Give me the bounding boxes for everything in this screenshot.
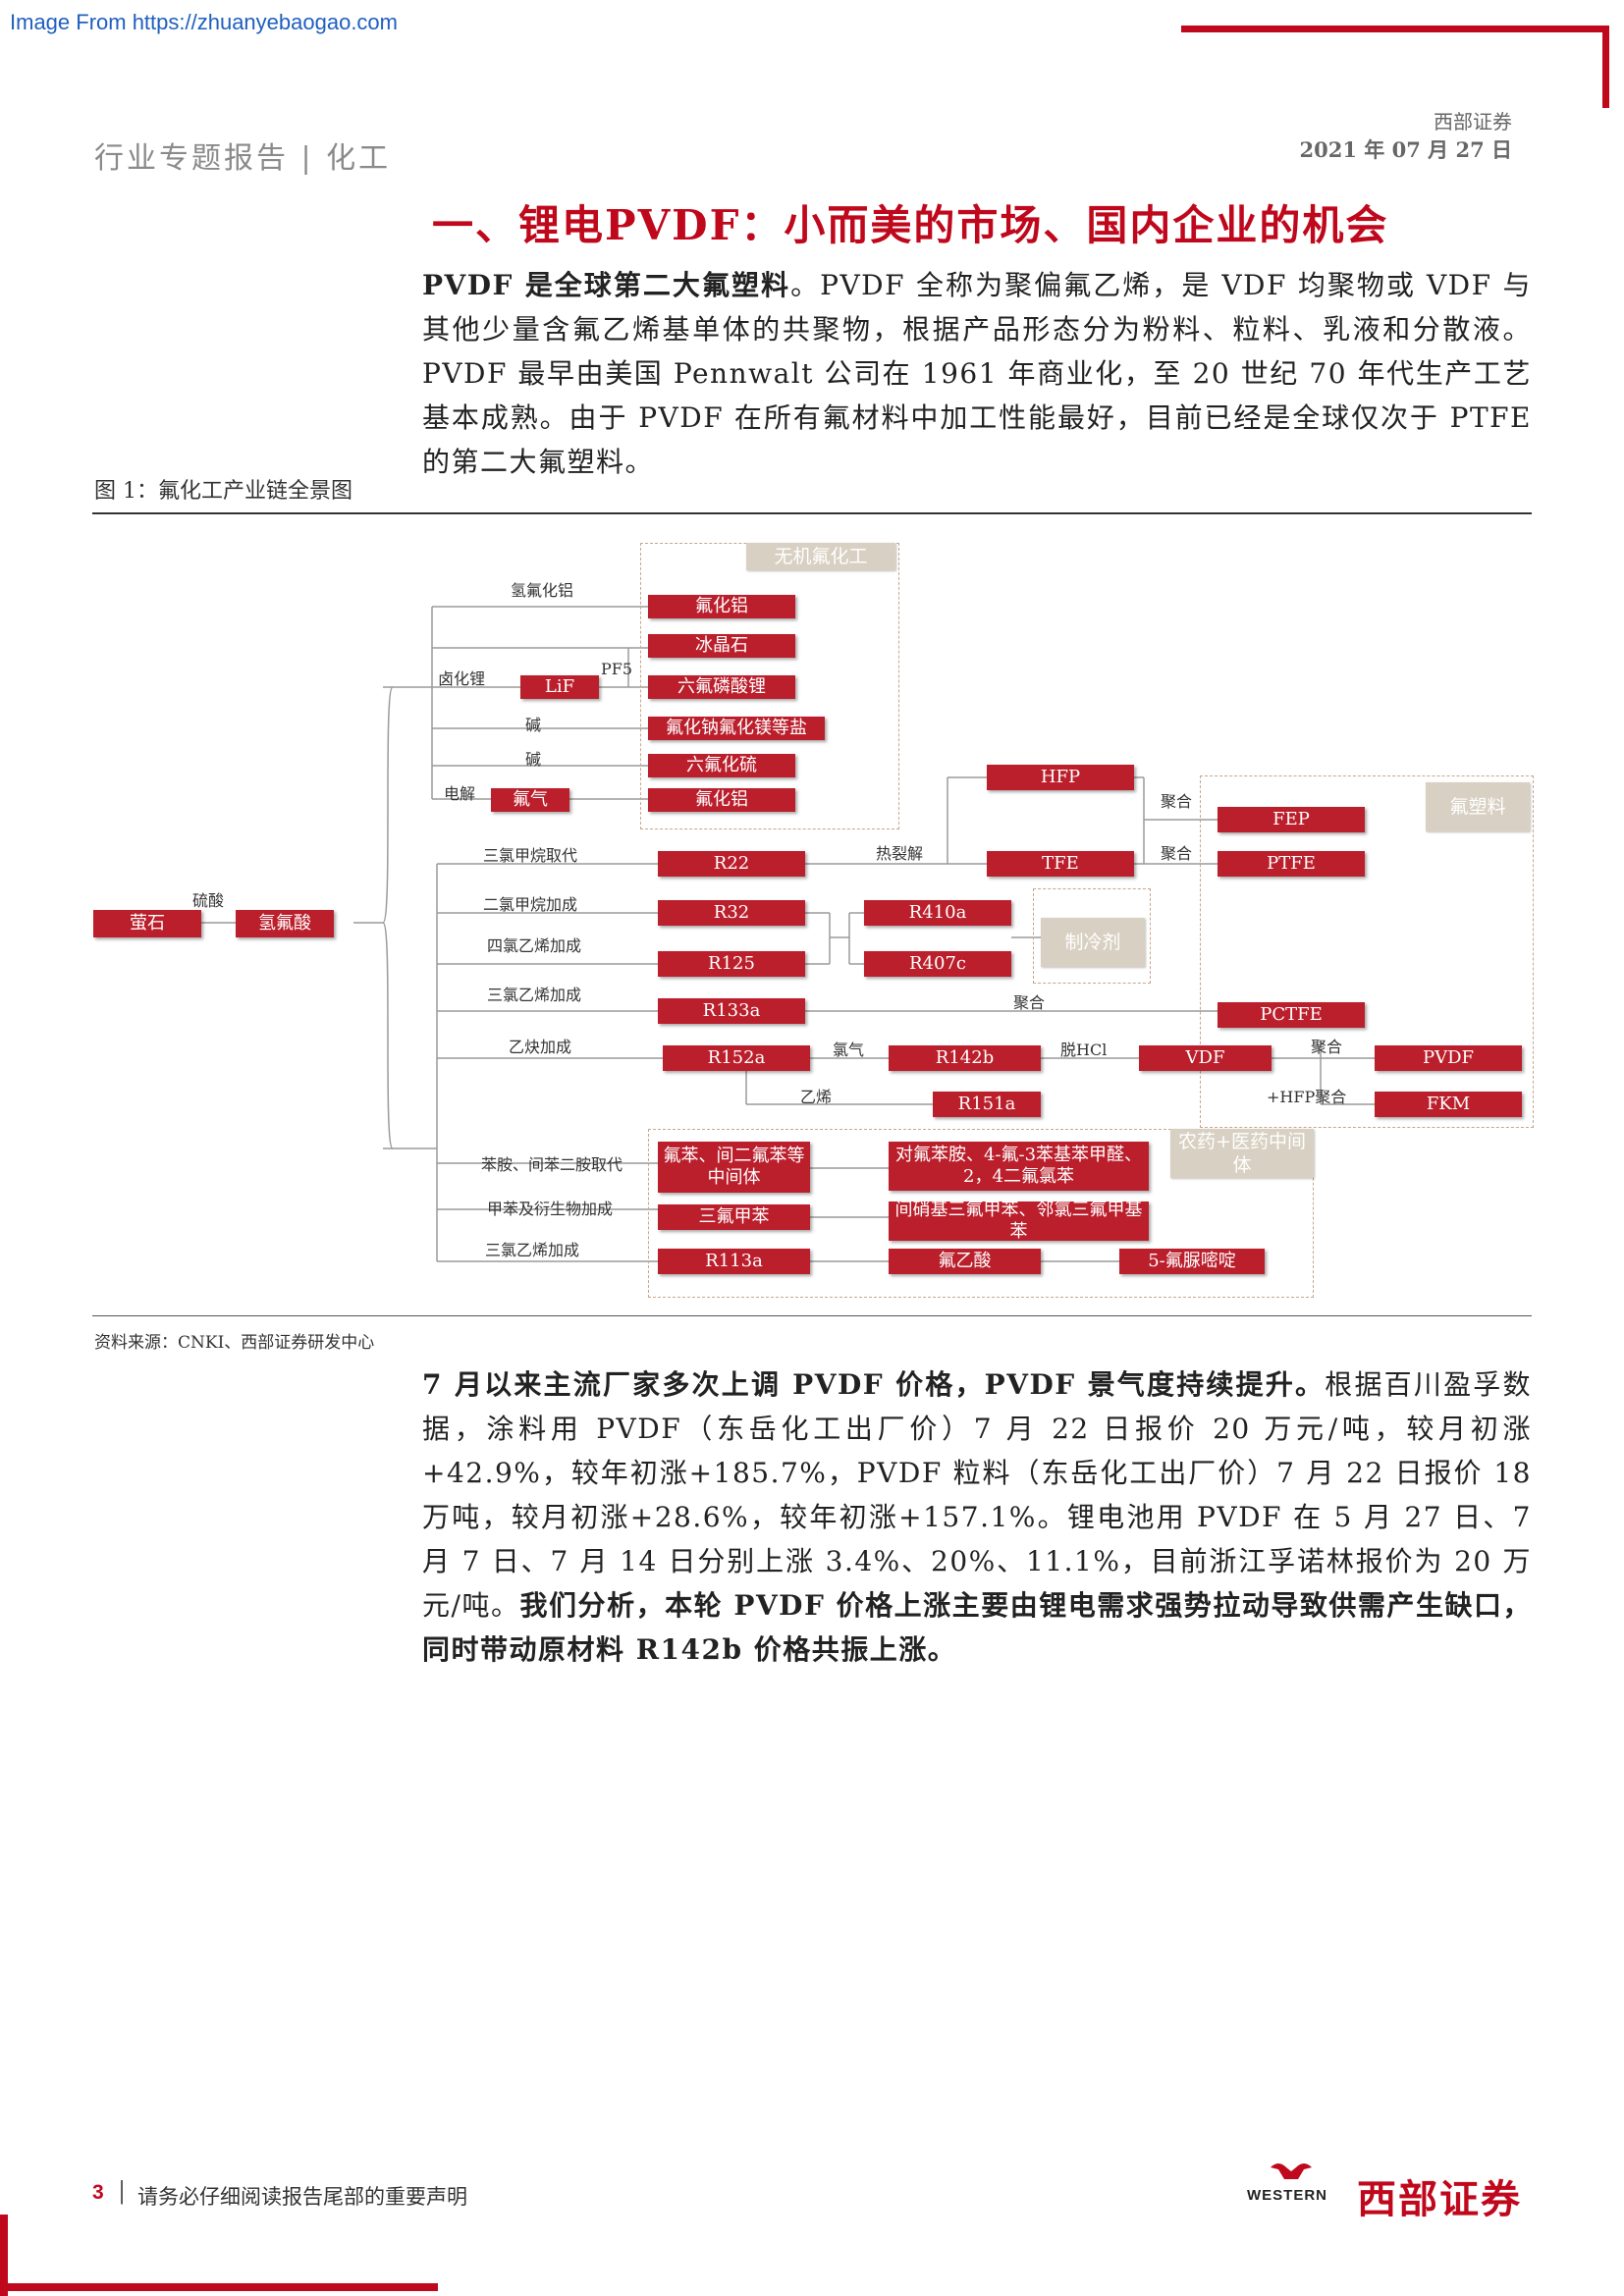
alkali1-label: 碱 xyxy=(525,716,542,734)
r32-box: R32 xyxy=(658,900,805,926)
tce-add-label: 三氯乙烯加成 xyxy=(487,986,582,1004)
paragraph-price-lead: 7 月以来主流厂家多次上调 PVDF 价格，PVDF 景气度持续提升。 xyxy=(422,1368,1326,1401)
report-type: 行业专题报告 | 化工 xyxy=(94,141,392,176)
acetylene-add-label: 乙炔加成 xyxy=(509,1038,572,1056)
alf3-box: 氟化铝 xyxy=(648,595,795,618)
bottom-red-bar-vertical xyxy=(0,2215,8,2296)
anhydrous-alf-label: 氢氟化铝 xyxy=(511,581,574,600)
poly3-label: 聚合 xyxy=(1013,993,1046,1012)
footer-logo-cn: 西部证券 xyxy=(1357,2176,1522,2222)
pctfe-box: PCTFE xyxy=(1218,1002,1365,1028)
benzotrifluoride-box: 三氟甲苯 xyxy=(658,1204,810,1230)
inorganic-label: 无机氟化工 xyxy=(746,543,895,570)
alkali2-label: 碱 xyxy=(525,750,542,769)
paragraph-price-body: 根据百川盈孚数据，涂料用 PVDF（东岳化工出厂价）7 月 22 日报价 20 … xyxy=(422,1368,1532,1622)
r133a-box: R133a xyxy=(658,998,805,1024)
footer-disclaimer: 请务必仔细阅读报告尾部的重要声明 xyxy=(137,2185,467,2209)
header-company: 西部证券 xyxy=(1434,110,1512,133)
nitro-box: 间硝基三氟甲苯、邻氯三氟甲基苯 xyxy=(889,1200,1149,1242)
ptfe-box: PTFE xyxy=(1218,851,1365,877)
r125-box: R125 xyxy=(658,951,805,977)
poly2-label: 聚合 xyxy=(1161,844,1193,863)
halide-li-label: 卤化锂 xyxy=(438,669,486,688)
top-red-bar xyxy=(1181,26,1609,32)
dcm-add-label: 二氯甲烷加成 xyxy=(483,895,578,914)
footer-logo-en: WESTERN xyxy=(1247,2187,1327,2204)
r22-box: R22 xyxy=(658,851,805,877)
r113a-box: R113a xyxy=(658,1249,810,1274)
pce-add-label: 四氯乙烯加成 xyxy=(487,936,582,955)
pf5-label: PF5 xyxy=(601,660,633,678)
fkm-box: FKM xyxy=(1375,1092,1522,1117)
sulfuric-acid-label: 硫酸 xyxy=(192,891,225,910)
ethylene-label: 乙烯 xyxy=(800,1088,833,1106)
pharma-label: 农药+医药中间体 xyxy=(1170,1129,1314,1178)
chlorine-label: 氯气 xyxy=(833,1041,865,1059)
tfa-box: 氟乙酸 xyxy=(889,1249,1041,1274)
hfp-poly-label: +HFP聚合 xyxy=(1267,1088,1347,1106)
footer-separator: | xyxy=(118,2177,127,2205)
toluene-add-label: 甲苯及衍生物加成 xyxy=(487,1200,614,1218)
fluoroplastics-frame xyxy=(1200,775,1534,1128)
pyrolysis-label: 热裂解 xyxy=(876,844,924,863)
source-url[interactable]: Image From https://zhuanyebaogao.com xyxy=(10,10,398,34)
figure-source: 资料来源：CNKI、西部证券研发中心 xyxy=(94,1333,375,1353)
r410a-box: R410a xyxy=(864,900,1011,926)
naf-mgf-box: 氟化钠氟化镁等盐 xyxy=(648,717,825,740)
chloroform-sub-label: 三氯甲烷取代 xyxy=(483,846,578,865)
fluorobenzene-box: 氟苯、间二氟苯等中间体 xyxy=(658,1142,810,1193)
r151a-box: R151a xyxy=(933,1092,1041,1117)
paragraph-intro-body: 。PVDF 全称为聚偏氟乙烯，是 VDF 均聚物或 VDF 与其他少量含氟乙烯基… xyxy=(422,269,1532,478)
poly4-label: 聚合 xyxy=(1311,1038,1343,1056)
paragraph-price-conclusion: 我们分析，本轮 PVDF 价格上涨主要由锂电需求强势拉动导致供需产生缺口，同时带… xyxy=(422,1589,1532,1666)
alf3b-box: 氟化铝 xyxy=(648,788,795,812)
cryolite-box: 冰晶石 xyxy=(648,634,795,658)
pvdf-box: PVDF xyxy=(1375,1045,1522,1071)
poly1-label: 聚合 xyxy=(1161,792,1193,811)
tce-add2-label: 三氯乙烯加成 xyxy=(485,1241,580,1259)
lif-box: LiF xyxy=(520,675,599,699)
paragraph-intro: PVDF 是全球第二大氟塑料。PVDF 全称为聚偏氟乙烯，是 VDF 均聚物或 … xyxy=(422,263,1532,484)
r152a-box: R152a xyxy=(663,1045,810,1071)
bottom-red-bar xyxy=(0,2283,438,2291)
page-number: 3 xyxy=(92,2181,104,2204)
refrigerant-frame xyxy=(1033,888,1151,984)
pharma-frame xyxy=(648,1129,1314,1298)
fep-box: FEP xyxy=(1218,807,1365,832)
fluorine-gas-box: 氟气 xyxy=(491,788,569,812)
section-title: 一、锂电PVDF：小而美的市场、国内企业的机会 xyxy=(432,201,1389,249)
paragraph-intro-lead: PVDF 是全球第二大氟塑料 xyxy=(422,269,791,301)
hfp-box: HFP xyxy=(987,765,1134,790)
bull-logo-icon xyxy=(1269,2160,1314,2181)
r142b-box: R142b xyxy=(889,1045,1041,1071)
header-date: 2021 年 07 月 27 日 xyxy=(1299,137,1512,162)
figure-caption: 图 1：氟化工产业链全景图 xyxy=(94,479,352,504)
refrigerant-label: 制冷剂 xyxy=(1041,918,1145,967)
de-hcl-label: 脱HCl xyxy=(1060,1041,1108,1059)
figure-bottom-rule xyxy=(92,1315,1532,1316)
r407c-box: R407c xyxy=(864,951,1011,977)
sf6-box: 六氟化硫 xyxy=(648,754,795,777)
aniline-sub-label: 苯胺、间苯二胺取代 xyxy=(481,1155,623,1174)
top-red-bar-vertical xyxy=(1602,26,1609,108)
paragraph-price: 7 月以来主流厂家多次上调 PVDF 价格，PVDF 景气度持续提升。根据百川盈… xyxy=(422,1362,1532,1672)
vdf-box: VDF xyxy=(1139,1045,1272,1071)
fluorouracil-box: 5-氟脲嘧啶 xyxy=(1119,1249,1265,1274)
lipf6-box: 六氟磷酸锂 xyxy=(648,675,795,699)
fluorite-box: 萤石 xyxy=(93,910,201,937)
electrolysis-label: 电解 xyxy=(444,784,476,803)
hf-box: 氢氟酸 xyxy=(236,910,334,937)
figure-top-rule xyxy=(92,512,1532,514)
fluoroaniline-box: 对氟苯胺、4-氟-3苯基苯甲醛、2，4二氟氯苯 xyxy=(889,1142,1149,1191)
fluoroplastics-label: 氟塑料 xyxy=(1426,782,1530,831)
tfe-box: TFE xyxy=(987,851,1134,877)
